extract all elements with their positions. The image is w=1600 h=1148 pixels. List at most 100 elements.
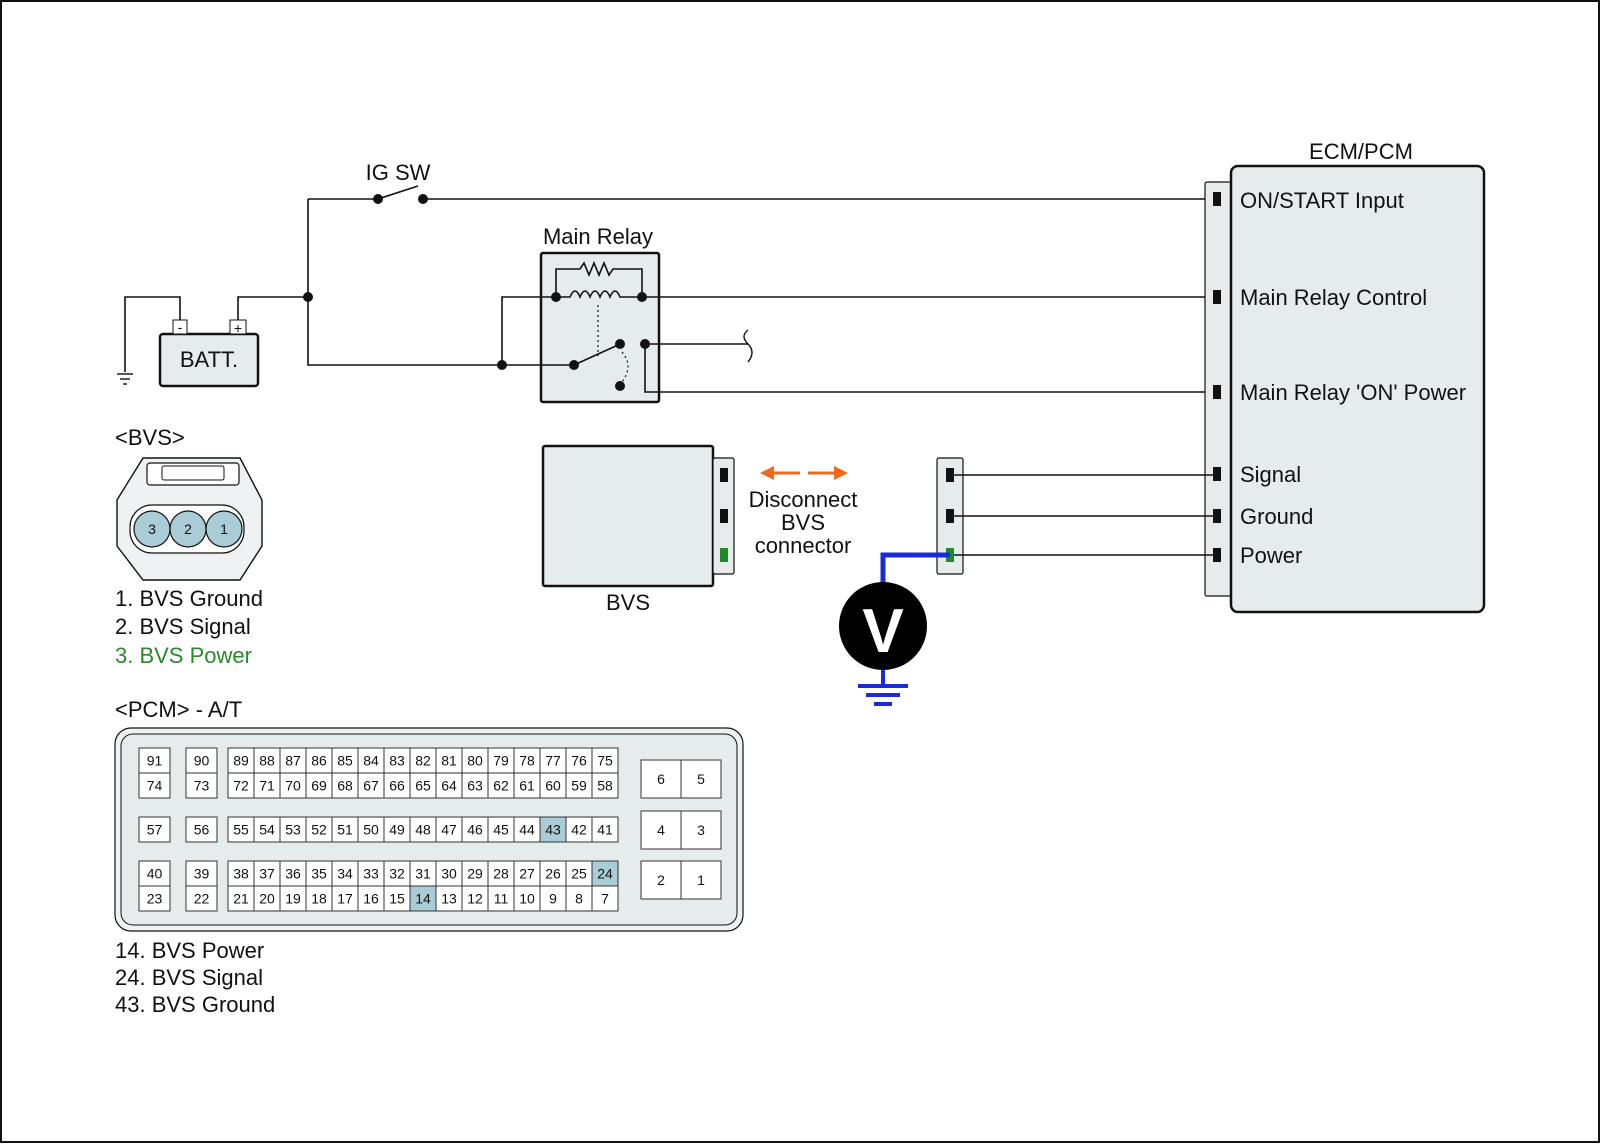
pcm-pin-cell: [487, 885, 515, 912]
pcm-pin-cell: [487, 860, 515, 887]
relay-coil-feed: [501, 296, 556, 365]
pcm-pin-label: 40: [147, 866, 163, 882]
pcm-pin-label: 3: [697, 822, 705, 838]
ecm-terminal: [1213, 509, 1221, 523]
pcm-pin-label: 39: [194, 866, 210, 882]
pcm-pin-cell: [640, 810, 682, 850]
pcm-pin-label: 78: [519, 753, 535, 769]
pcm-pin-cell: [539, 816, 567, 843]
pcm-pin-label: 59: [571, 778, 587, 794]
pcm-pin-label: 52: [311, 822, 327, 838]
pcm-pin-label: 45: [493, 822, 509, 838]
bvs-label: BVS: [606, 590, 650, 615]
pcm-pin-label: 37: [259, 866, 275, 882]
pcm-pin-cell: [539, 747, 567, 774]
pcm-pin-label: 41: [597, 822, 613, 838]
pcm-pin-label: 89: [233, 753, 249, 769]
pcm-pin-cell: [279, 747, 307, 774]
pcm-pin-label: 84: [363, 753, 379, 769]
ground-icon: [117, 373, 133, 385]
pcm-pin-cell: [279, 885, 307, 912]
pcm-pin-cell: [383, 772, 411, 799]
pcm-pin-cell: [383, 885, 411, 912]
ground-icon: [858, 670, 908, 706]
ecm-terminal: [1213, 192, 1221, 206]
pcm-legend-item: 24. BVS Signal: [115, 965, 263, 990]
pcm-pin-cell: [305, 885, 333, 912]
ecm-body: [1229, 164, 1486, 614]
pcm-pin-label: 62: [493, 778, 509, 794]
pcm-pin-label: 38: [233, 866, 249, 882]
battery-bus-wire: [307, 199, 502, 366]
ecm-title: ECM/PCM: [1309, 139, 1413, 164]
pcm-pin-label: 60: [545, 778, 561, 794]
bvs-terminal: [720, 468, 728, 482]
pcm-pin-cell: [253, 885, 281, 912]
pcm-pin-label: 25: [571, 866, 587, 882]
pcm-pin-label: 66: [389, 778, 405, 794]
pcm-pin-cell: [185, 747, 218, 774]
pcm-pin-cell: [435, 772, 463, 799]
pcm-pin-cell: [138, 772, 171, 799]
pcm-pin-label: 51: [337, 822, 353, 838]
pcm-pin-label: 15: [389, 891, 405, 907]
ecm-terminal: [1213, 385, 1221, 399]
disconnect-line: Disconnect: [749, 487, 858, 512]
pcm-pin-label: 54: [259, 822, 275, 838]
pcm-pin-label: 50: [363, 822, 379, 838]
ecm-input-label: Ground: [1240, 504, 1313, 529]
pcm-pin-cell: [461, 772, 489, 799]
bvs-terminal-power: [720, 548, 728, 562]
pcm-pin-label: 30: [441, 866, 457, 882]
pcm-pin-label: 43: [545, 822, 561, 838]
pcm-pin-label: 73: [194, 778, 210, 794]
pcm-pin-label: 8: [575, 891, 583, 907]
pcm-pin-label: 80: [467, 753, 483, 769]
pcm-pin-label: 77: [545, 753, 561, 769]
pcm-pin-label: 20: [259, 891, 275, 907]
pcm-pin-cell: [357, 885, 385, 912]
bvs-sensor: BVS: [541, 444, 735, 615]
pcm-pin-label: 33: [363, 866, 379, 882]
pcm-pin-cell: [680, 810, 722, 850]
pcm-pin-label: 18: [311, 891, 327, 907]
pcm-pin-label: 31: [415, 866, 431, 882]
pcm-pin-label: 10: [519, 891, 535, 907]
pcm-pin-label: 69: [311, 778, 327, 794]
pcm-pin-label: 44: [519, 822, 535, 838]
battery-pos-wire: [237, 296, 308, 320]
pcm-pin-cell: [591, 860, 619, 887]
pcm-pin-label: 42: [571, 822, 587, 838]
pcm-pin-label: 53: [285, 822, 301, 838]
pcm-pin-label: 79: [493, 753, 509, 769]
bvs-connector-title: <BVS>: [115, 425, 185, 450]
pcm-pin-label: 17: [337, 891, 353, 907]
pcm-pin-cell: [227, 885, 255, 912]
pcm-pin-cell: [640, 759, 682, 799]
main-relay-on-power-wire: [644, 344, 1207, 393]
bvs-legend-item-power: 3. BVS Power: [115, 643, 252, 668]
battery-label: BATT.: [180, 347, 238, 372]
voltmeter-symbol: V: [862, 597, 903, 666]
ecm-terminal: [1213, 290, 1221, 304]
pcm-pin-label: 1: [697, 872, 705, 888]
pcm-pin-label: 21: [233, 891, 249, 907]
pcm-pin-label: 63: [467, 778, 483, 794]
pcm-pin-cell: [409, 816, 437, 843]
pcm-pin-label: 65: [415, 778, 431, 794]
pcm-pin-label: 13: [441, 891, 457, 907]
battery: - + BATT.: [158, 319, 260, 388]
bvs-terminal: [720, 509, 728, 523]
pcm-legend-item: 14. BVS Power: [115, 938, 264, 963]
pcm-pin-label: 34: [337, 866, 353, 882]
pcm-pin-cell: [487, 747, 515, 774]
pcm-pin-label: 88: [259, 753, 275, 769]
ecm-pcm: ECM/PCM ON/START Input Main Relay Contro…: [1204, 139, 1486, 614]
pcm-pin-cell: [138, 885, 171, 912]
pcm-pin-label: 90: [194, 753, 210, 769]
pcm-pin-cell: [539, 885, 567, 912]
pcm-pin-cell: [279, 772, 307, 799]
pcm-pin-label: 81: [441, 753, 457, 769]
ecm-input-label: ON/START Input: [1240, 188, 1404, 213]
